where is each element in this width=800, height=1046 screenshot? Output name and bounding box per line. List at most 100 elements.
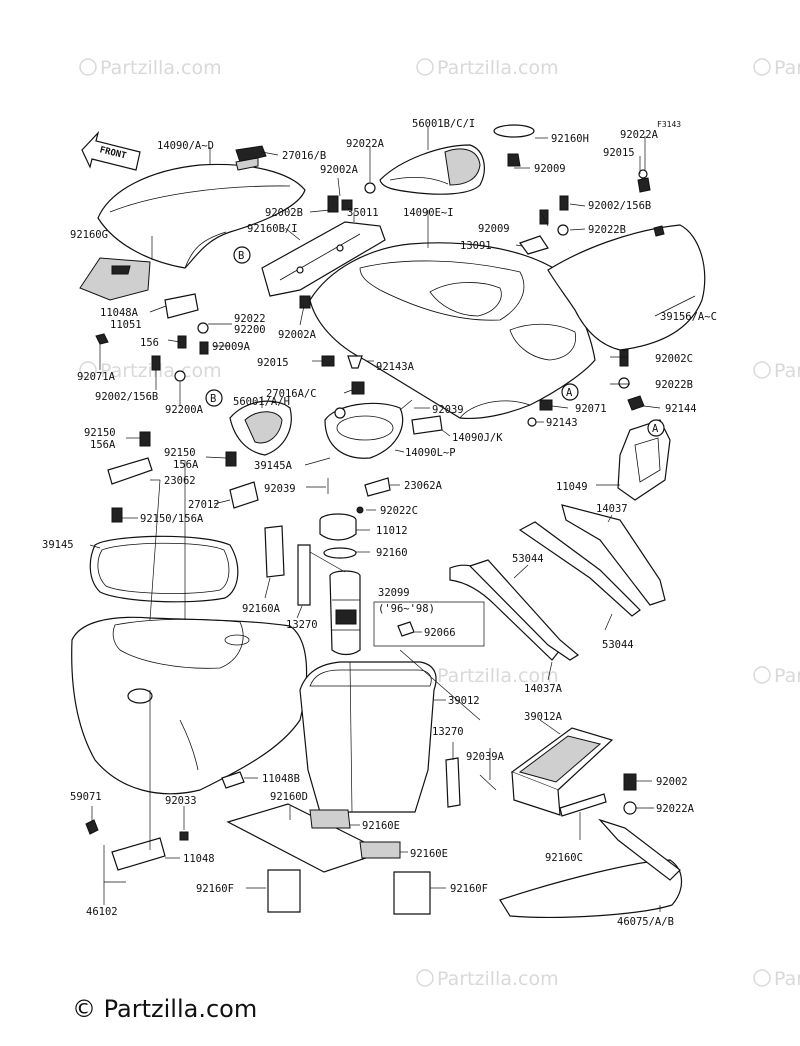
latch-27012 xyxy=(229,481,259,509)
strip-92160C xyxy=(559,793,607,817)
callout: 92160A xyxy=(242,603,281,615)
callout: 92002 xyxy=(656,776,688,788)
svg-text:Partzilla.com: Partzilla.com xyxy=(774,968,800,990)
callout: 23062 xyxy=(164,475,196,487)
callout: 39145 xyxy=(42,539,74,551)
callout: 92200A xyxy=(165,404,204,416)
ref-marker-b: B xyxy=(205,389,223,407)
callout: 92160E xyxy=(362,820,400,832)
callout: 23062A xyxy=(404,480,443,492)
plug-92066 xyxy=(397,621,415,637)
callout: 53044 xyxy=(512,553,544,565)
callout: 92022 xyxy=(234,313,266,325)
bolt-92002C xyxy=(619,349,629,367)
hinge-23062A xyxy=(364,477,391,497)
callout: 92022C xyxy=(380,505,418,517)
grommet-92143A xyxy=(347,355,363,369)
callout: 11049 xyxy=(556,481,588,493)
bracket-11048 xyxy=(111,837,166,871)
clip-92033 xyxy=(179,831,189,841)
watermark: Partzilla.com xyxy=(79,57,222,79)
washer xyxy=(364,182,376,194)
callout: 92002/156B xyxy=(588,200,651,212)
callout: 92015 xyxy=(257,357,289,369)
callout: 92033 xyxy=(165,795,197,807)
strip-13270 xyxy=(445,757,461,808)
side-panel-39156 xyxy=(547,224,706,351)
callout: 92009A xyxy=(212,341,251,353)
callout: 13270 xyxy=(432,726,464,738)
svg-text:A: A xyxy=(652,423,659,435)
mat-92160F xyxy=(267,869,301,913)
callout: 92143 xyxy=(546,417,578,429)
pin-92039A xyxy=(479,774,497,791)
washer xyxy=(174,370,186,382)
leader-lines xyxy=(89,127,696,912)
watermark: Partzilla.com xyxy=(416,968,559,990)
callout: 92022A xyxy=(346,138,385,150)
bolt xyxy=(177,335,187,349)
callout: 59071 xyxy=(70,791,102,803)
callout: 27016/B xyxy=(282,150,326,162)
callout: 92160H xyxy=(551,133,589,145)
bolt xyxy=(151,355,161,371)
bolt xyxy=(225,451,237,467)
callout: 92160D xyxy=(270,791,308,803)
washer-92022B xyxy=(618,377,630,389)
callout: 92066 xyxy=(424,627,456,639)
pad-92160G xyxy=(79,257,151,301)
svg-text:Partzilla.com: Partzilla.com xyxy=(100,360,222,382)
strip-13270 xyxy=(297,544,311,606)
watermark: Partzilla.com xyxy=(753,57,800,79)
callout: 92200 xyxy=(234,324,266,336)
fuel-cap-11012 xyxy=(319,513,357,541)
callout: 92022B xyxy=(588,224,626,236)
callout: 27012 xyxy=(188,499,220,511)
rail-53044-b xyxy=(518,521,641,617)
sticker-92160A xyxy=(264,525,285,578)
callout: 156 xyxy=(140,337,159,349)
callout: 39156/A~C xyxy=(660,311,717,323)
callout: 14037 xyxy=(596,503,628,515)
callout: 92015 xyxy=(603,147,635,159)
copyright-symbol: © xyxy=(72,995,96,1023)
callout: 11048B xyxy=(262,773,300,785)
watermark: Partzilla.com xyxy=(79,360,222,382)
callout: 92150 xyxy=(164,447,196,459)
ref-marker-b: B xyxy=(233,246,251,264)
callout: 92160B/I xyxy=(247,223,298,235)
callout: 14090J/K xyxy=(452,432,503,444)
watermark: Partzilla.com xyxy=(753,360,800,382)
callout: 92160E xyxy=(410,848,448,860)
hinge-23062 xyxy=(107,457,153,485)
callout: 39145A xyxy=(254,460,293,472)
sticker-92160H xyxy=(493,124,535,138)
copyright-watermark: © Partzilla.com xyxy=(72,995,257,1023)
callout: 46075/A/B xyxy=(617,916,674,928)
plate-14090J xyxy=(411,415,443,435)
callout: 39012 xyxy=(448,695,480,707)
callout: 92150 xyxy=(84,427,116,439)
callout: 92039 xyxy=(264,483,296,495)
callout: 14037A xyxy=(524,683,563,695)
callout: 92160G xyxy=(70,229,108,241)
vent-cover-56001B xyxy=(379,144,485,195)
mat-92160D xyxy=(226,803,386,873)
svg-text:Partzilla.com: Partzilla.com xyxy=(100,57,222,79)
cap-27016A xyxy=(351,381,365,395)
callout: 46102 xyxy=(86,906,118,918)
washer xyxy=(557,224,569,236)
tray-39012A xyxy=(510,727,614,816)
hull-body xyxy=(71,616,308,795)
callout: 92160 xyxy=(376,547,408,559)
hood-hinge-rail xyxy=(261,195,386,309)
callout: 92002B xyxy=(265,207,303,219)
ref-marker-a: A xyxy=(647,419,665,437)
callout-labels: 14090/A~D 27016/B 92022A 56001B/C/I 9216… xyxy=(42,118,717,928)
callout: 156A xyxy=(173,459,199,471)
cup-holder-14090L xyxy=(324,402,404,459)
svg-text:B: B xyxy=(210,393,216,405)
callout: 92143A xyxy=(376,361,415,373)
figure-code: F3143 xyxy=(657,120,681,129)
storage-bin-39012 xyxy=(299,661,437,813)
